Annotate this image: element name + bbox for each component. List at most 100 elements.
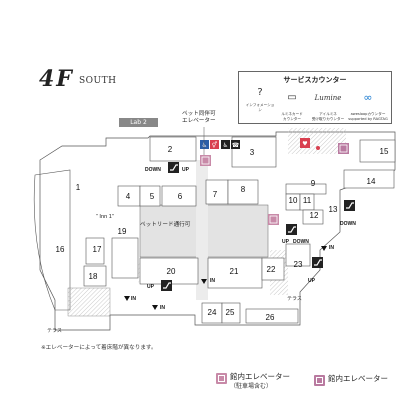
- card-icon: ▭: [287, 91, 297, 103]
- room-label: 26: [266, 313, 275, 322]
- elevator-icon[interactable]: [200, 155, 211, 166]
- terrace-labels: テラス テラス: [47, 296, 302, 334]
- direction-in-label: IN: [131, 296, 136, 302]
- room-label: 3: [250, 148, 255, 157]
- direction-down-label: DOWN: [145, 167, 161, 173]
- room-label: 10: [289, 196, 298, 205]
- room-label: 20: [167, 267, 176, 276]
- direction-down-label: DOWN: [340, 221, 356, 227]
- legend-subtitle: （駐車場含む）: [230, 383, 273, 390]
- arrow-icon: [152, 305, 158, 310]
- service-item-information[interactable]: ? インフォメーション: [245, 87, 275, 112]
- direction-up-label: UP: [182, 167, 190, 173]
- lumine-logo-icon: Lumine: [314, 93, 342, 102]
- arrow-icon: [201, 279, 207, 284]
- room-label: 2: [168, 145, 173, 154]
- elevator-icon: [216, 373, 227, 384]
- room-label: 18: [89, 272, 98, 281]
- room-label: 15: [380, 147, 389, 156]
- room-label: 8: [241, 185, 246, 194]
- room-label: 24: [208, 308, 217, 317]
- legend-elevator-parking: 館内エレベーター （駐車場含む）: [216, 373, 290, 390]
- elevators: [200, 143, 349, 225]
- floor-number: 4F: [39, 66, 74, 92]
- direction-up-label: UP: [308, 278, 316, 284]
- aed-icon[interactable]: ♥: [300, 138, 310, 148]
- accessible-icon[interactable]: ⚥: [210, 140, 219, 149]
- legend-title: 館内エレベーター: [328, 374, 388, 383]
- room-label: 21: [230, 267, 239, 276]
- pet-walkway-label: ペットリード通行可: [140, 220, 191, 228]
- service-counter-title: サービスカウンター: [283, 76, 347, 84]
- west-wing-outline: [33, 169, 71, 311]
- service-item-label: インフォメーション: [245, 103, 275, 112]
- void-area: [288, 128, 346, 154]
- nursing-room-icon[interactable]: ♿: [221, 140, 230, 149]
- shop-blocks: [83, 136, 396, 324]
- svg-text:♿: ♿: [223, 142, 228, 149]
- room-label: 14: [367, 177, 376, 186]
- escalator-icon[interactable]: [344, 200, 355, 211]
- arrow-icon: [321, 246, 327, 251]
- escalator-icon[interactable]: [161, 280, 172, 291]
- room-label: 4: [126, 192, 131, 201]
- elevator-icon[interactable]: [268, 214, 279, 225]
- room-label: 25: [226, 308, 235, 317]
- escalators: [161, 162, 355, 291]
- direction-in-label: IN: [329, 245, 334, 251]
- direction-arrows: [124, 246, 327, 310]
- facility-icons: ♿ ⚥ ♿ ☎ ♥: [200, 138, 320, 150]
- direction-up-label: UP: [147, 284, 155, 290]
- awesloop-logo-icon: ∞: [363, 90, 373, 104]
- inn-label: “ Inn 1”: [96, 214, 114, 220]
- direction-up-label: UP: [282, 239, 290, 245]
- pet-elevator-label: ペット同伴可 エレベーター: [182, 111, 216, 124]
- service-item-ilumine[interactable]: Lumine アイルミネ 受け取りカウンター: [311, 87, 345, 121]
- direction-in-label: IN: [210, 278, 215, 284]
- escalator-icon[interactable]: [312, 257, 323, 268]
- terrace-label: テラス: [287, 296, 302, 302]
- service-item-awesloop[interactable]: ∞ awesloopカウンター supported by RAGTAG: [347, 87, 389, 121]
- service-item-label: awesloopカウンター supported by RAGTAG: [348, 112, 388, 121]
- void-area: [67, 287, 111, 317]
- escalator-icon[interactable]: [168, 162, 179, 173]
- elevator-icon: [314, 375, 325, 386]
- room-label: 17: [93, 245, 102, 254]
- room-label: 11: [303, 196, 312, 205]
- direction-labels: DOWN UP UP DOWN DOWN UP IN UP IN IN IN: [131, 167, 356, 311]
- room-label: 6: [178, 192, 183, 201]
- room-label: 12: [310, 211, 319, 220]
- service-item-card[interactable]: ▭ ルミネカード カウンター: [277, 87, 307, 121]
- svg-text:☎: ☎: [232, 142, 240, 149]
- svg-text:♿: ♿: [202, 142, 207, 149]
- restroom-icon[interactable]: ♿: [200, 140, 209, 149]
- lab2-tag: Lab 2: [119, 118, 158, 127]
- room-label: 23: [294, 260, 303, 269]
- info-icon: ?: [257, 87, 263, 98]
- service-item-label: ルミネカード カウンター: [281, 112, 303, 121]
- room-label: 9: [311, 179, 316, 188]
- svg-text:⚥: ⚥: [212, 141, 217, 149]
- phone-icon[interactable]: ☎: [231, 140, 240, 149]
- service-counter-marker[interactable]: [316, 146, 320, 150]
- room-label: 19: [118, 227, 127, 236]
- direction-down-label: DOWN: [293, 239, 309, 245]
- service-counter-box: サービスカウンター ? インフォメーション ▭ ルミネカード カウンター Lum…: [238, 71, 392, 124]
- room-number-labels: 1 2 3 4 5 6 7 8 9 10 11 12 13 14 15 16 1…: [56, 145, 389, 322]
- elevator-icon[interactable]: [338, 143, 349, 154]
- legend-elevator: 館内エレベーター: [314, 375, 388, 386]
- service-item-label: アイルミネ 受け取りカウンター: [311, 112, 345, 121]
- legend-title: 館内エレベーター: [230, 372, 290, 381]
- atrium-walkway: [196, 160, 208, 300]
- room-label: 22: [267, 265, 276, 274]
- room-label: 13: [329, 205, 338, 214]
- escalator-icon[interactable]: [286, 224, 297, 235]
- arrow-icon: [124, 296, 130, 301]
- direction-in-label: IN: [160, 305, 165, 311]
- room-label: 7: [213, 190, 218, 199]
- elevator-note: ※エレベーターによって着床階が異なります。: [41, 345, 157, 351]
- room-label: 5: [150, 192, 155, 201]
- room-label: 16: [56, 245, 65, 254]
